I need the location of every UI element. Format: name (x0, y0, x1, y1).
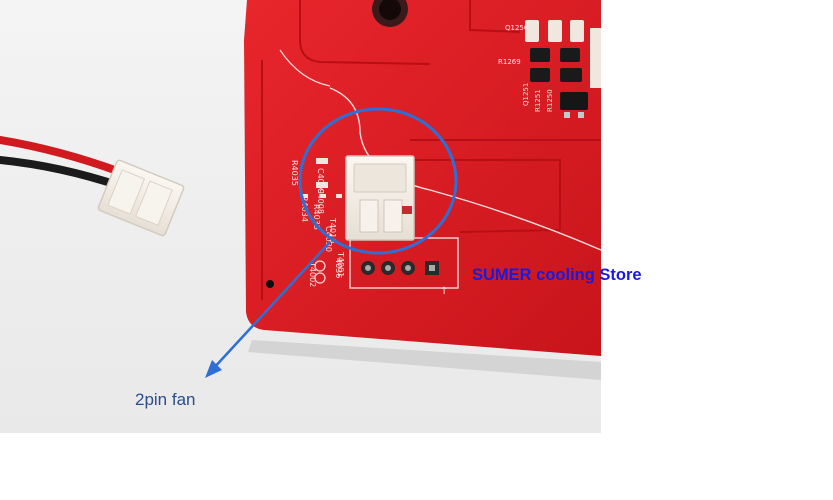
pcb-label-q1251: Q1251 (522, 83, 530, 106)
pcb-label-r4035: R4035 (290, 160, 299, 186)
pcb-label-r1251: R1251 (534, 89, 542, 112)
fan-cable (0, 136, 124, 190)
left-resistors (302, 158, 342, 198)
pcb-label-q1250: Q1250 (505, 24, 528, 32)
pcb-label-c4009: C4009 (316, 168, 325, 194)
fan-type-label: 2pin fan (135, 390, 196, 409)
pcb-label-t4002: T4002 (308, 261, 317, 287)
board-connector (345, 155, 415, 241)
pcb-label-t4001: T4001 (336, 251, 345, 277)
fan-plug (97, 159, 185, 237)
pcb-label-r1269: R1269 (498, 58, 521, 66)
highlight-circle (298, 107, 458, 255)
pcb-traces (261, 0, 601, 300)
product-photo: Q1250 R1269 Q1251 R1251 R1250 C4009 C400… (0, 0, 601, 433)
pcb-shadow (248, 340, 601, 380)
pcb-label-t4010: T4010 (328, 217, 337, 243)
pcb-label-r1250: R1250 (546, 89, 554, 112)
smd-components (525, 20, 601, 118)
pcb-label-c4030: C4030 (324, 226, 333, 252)
pcb-label-c4008: C4008 (316, 188, 325, 214)
store-name-caption: SUMER cooling Store (472, 266, 642, 284)
arrow-head (205, 360, 222, 378)
solder-pads (361, 261, 439, 275)
svg-text:↑: ↑ (440, 286, 448, 297)
pcb-label-r4033: R4033 (312, 204, 321, 230)
pcb-illustration: Q1250 R1269 Q1251 R1251 R1250 C4009 C400… (0, 0, 601, 380)
pointer-arrow (211, 241, 331, 371)
pcb-label-4036: 4036 (334, 258, 343, 278)
